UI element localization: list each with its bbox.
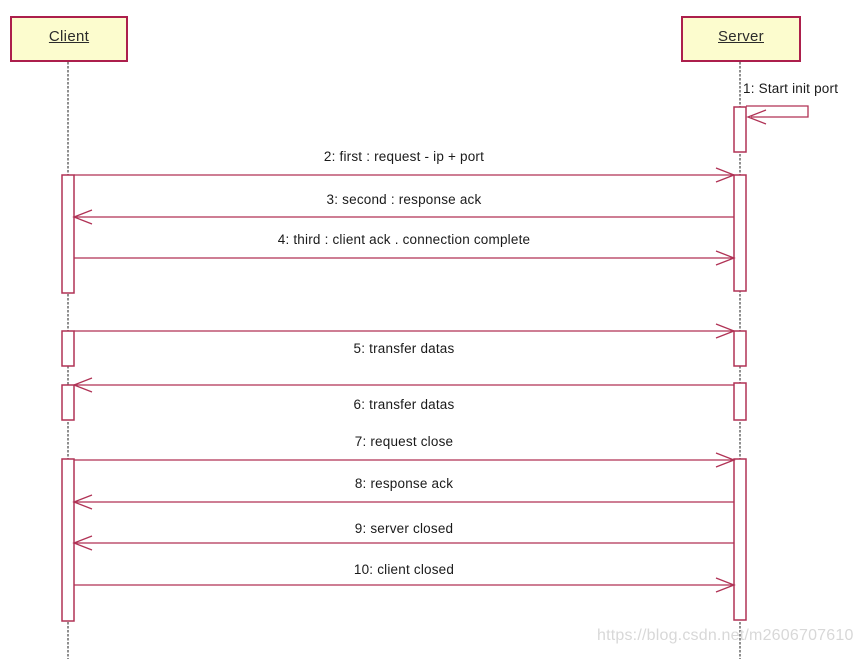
message-label-7: 7: request close: [354, 434, 454, 449]
arrowhead-right-icon: [715, 452, 736, 468]
message-arrow-8: [72, 494, 734, 510]
message-arrow-10: [74, 577, 736, 593]
activation-bar-server-send-data: [733, 382, 747, 421]
message-label-8: 8: response ack: [354, 476, 454, 491]
arrowhead-left-icon: [72, 535, 93, 551]
message-arrow-3: [72, 209, 734, 225]
message-arrow-2: [74, 167, 736, 183]
message-arrow-6: [72, 377, 734, 393]
arrowhead-right-icon: [715, 250, 736, 266]
message-arrow-4: [74, 250, 736, 266]
message-arrow-9: [72, 535, 734, 551]
activation-bar-server-recv-data: [733, 330, 747, 367]
message-label-3: 3: second : response ack: [326, 192, 482, 207]
message-label-10: 10: client closed: [353, 562, 455, 577]
message-label-1: 1: Start init port: [743, 81, 839, 96]
activation-bar-client-send-data: [61, 330, 75, 367]
message-arrow-1-self: [746, 105, 809, 125]
arrowhead-right-icon: [715, 167, 736, 183]
message-arrow-5: [74, 323, 736, 339]
message-label-4: 4: third : client ack . connection compl…: [277, 232, 531, 247]
arrowhead-left-icon: [72, 209, 93, 225]
message-label-5: 5: transfer datas: [353, 341, 455, 356]
activation-bar-client-close: [61, 458, 75, 622]
arrowhead-left-icon: [746, 109, 767, 125]
message-label-9: 9: server closed: [354, 521, 454, 536]
actor-label-server: Server: [718, 27, 764, 45]
arrowhead-right-icon: [715, 577, 736, 593]
message-label-2: 2: first : request - ip + port: [323, 149, 485, 164]
actor-label-client: Client: [48, 27, 90, 45]
arrowhead-left-icon: [72, 377, 93, 393]
activation-bar-client-recv-data: [61, 384, 75, 421]
message-arrow-7: [74, 452, 736, 468]
activation-bar-server-handshake: [733, 174, 747, 292]
activation-bar-server-close: [733, 458, 747, 621]
csdn-watermark: https://blog.csdn.net/m2606707610: [597, 627, 854, 644]
actor-box-server: Server: [681, 16, 801, 62]
arrowhead-left-icon: [72, 494, 93, 510]
actor-box-client: Client: [10, 16, 128, 62]
activation-bar-client-handshake: [61, 174, 75, 294]
arrowhead-right-icon: [715, 323, 736, 339]
activation-bar-server-init: [733, 106, 747, 153]
message-label-6: 6: transfer datas: [353, 397, 455, 412]
